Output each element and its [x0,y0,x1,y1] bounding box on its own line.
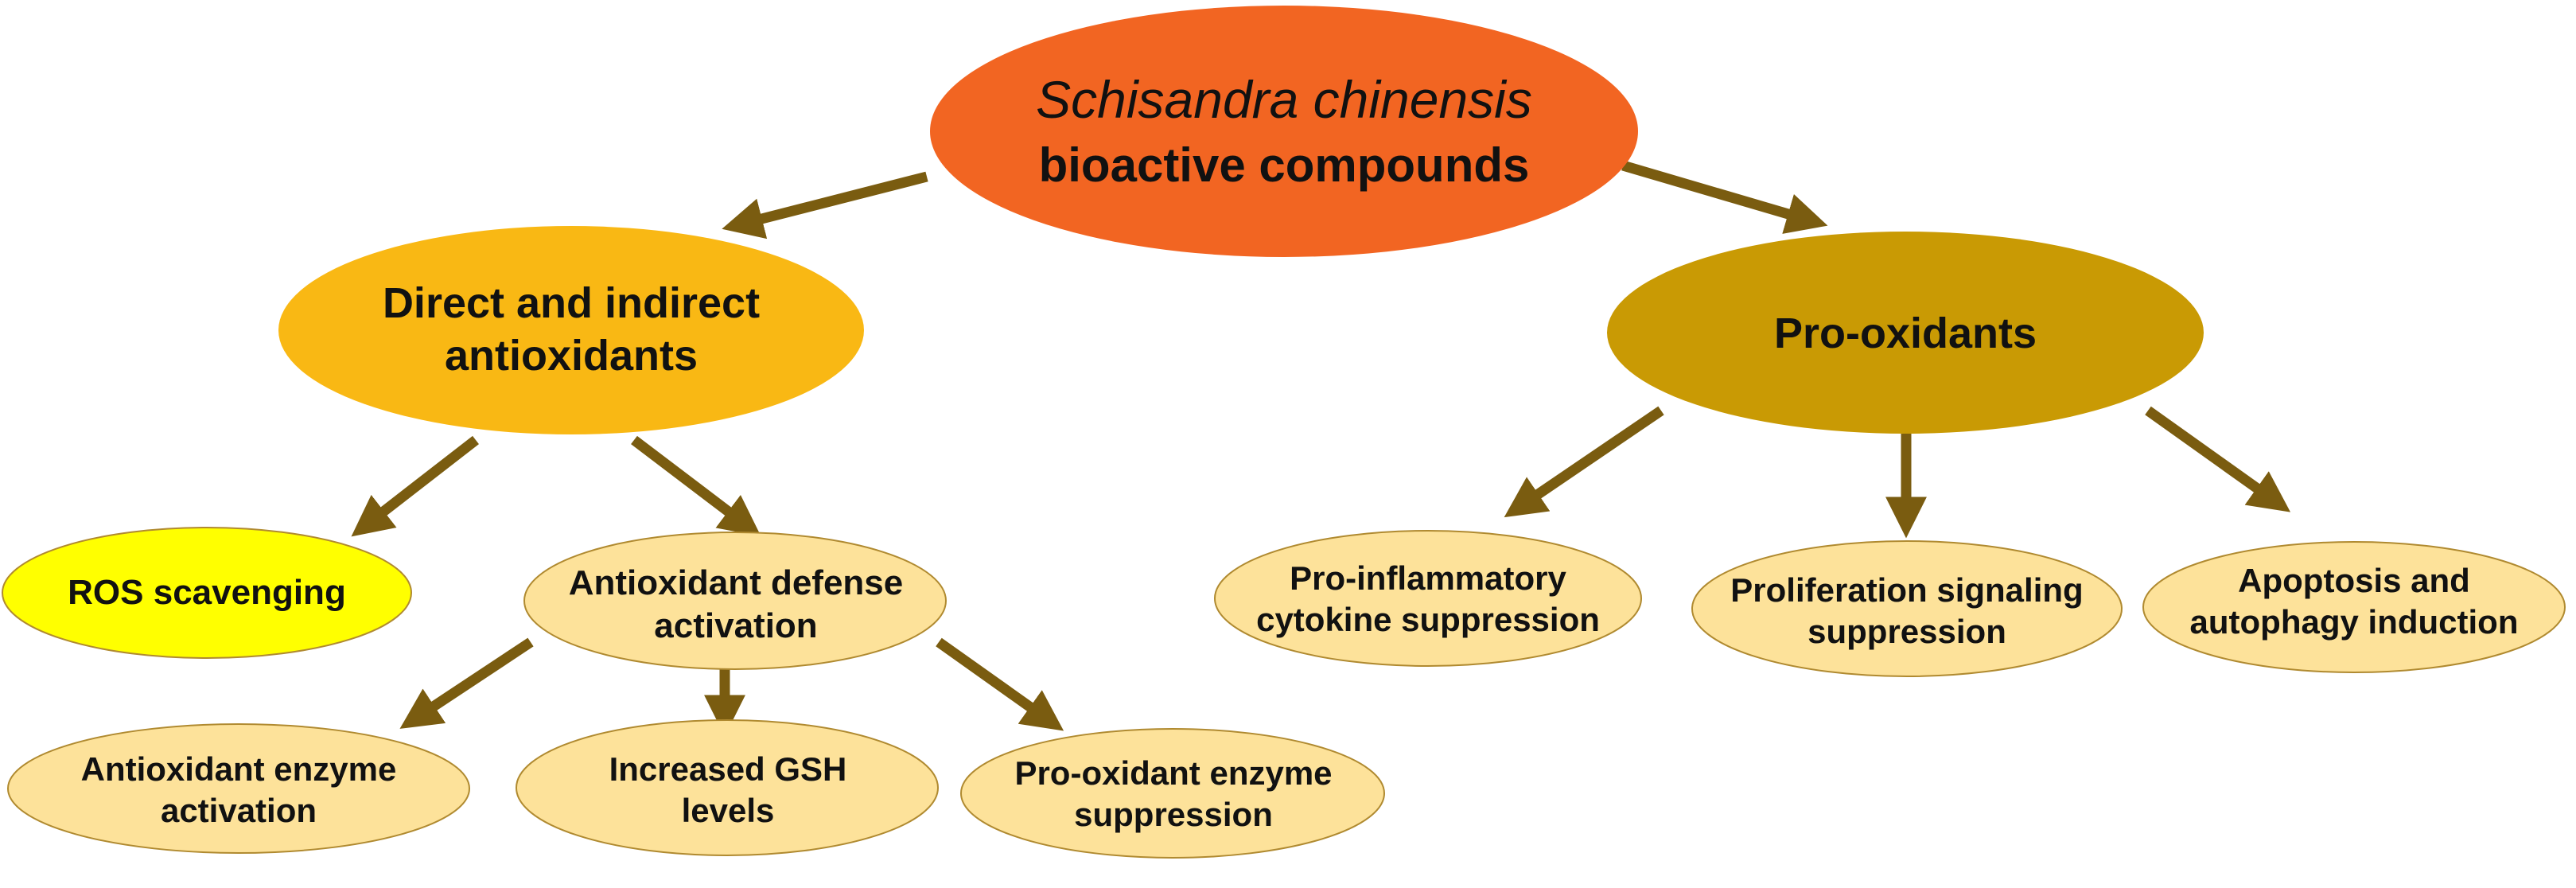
ros-node [2,527,412,659]
arrow-root-to-prooxidants [1621,160,1828,234]
antioxidants-node [278,226,864,434]
arrows [351,160,2291,737]
root-node [930,6,1638,257]
defense-node [523,532,947,670]
arrow-antioxidants-to-ros [351,435,479,537]
arrow-defense-to-enzyme-activation [399,637,534,729]
enzyme-activation-node [7,723,470,854]
prooxidant-enzyme-node [960,728,1385,859]
arrow-root-to-antioxidants [722,171,928,240]
apoptosis-node [2142,541,2566,673]
arrow-prooxidants-to-cytokine [1504,406,1664,518]
arrow-prooxidants-to-apoptosis [2145,406,2291,512]
arrow-antioxidants-to-defense [631,435,761,537]
prooxidants-node [1607,232,2204,434]
proliferation-node [1691,540,2123,677]
gsh-node [516,719,939,856]
arrow-defense-to-prooxidant-enzyme [936,637,1064,731]
cytokine-node [1214,530,1642,667]
